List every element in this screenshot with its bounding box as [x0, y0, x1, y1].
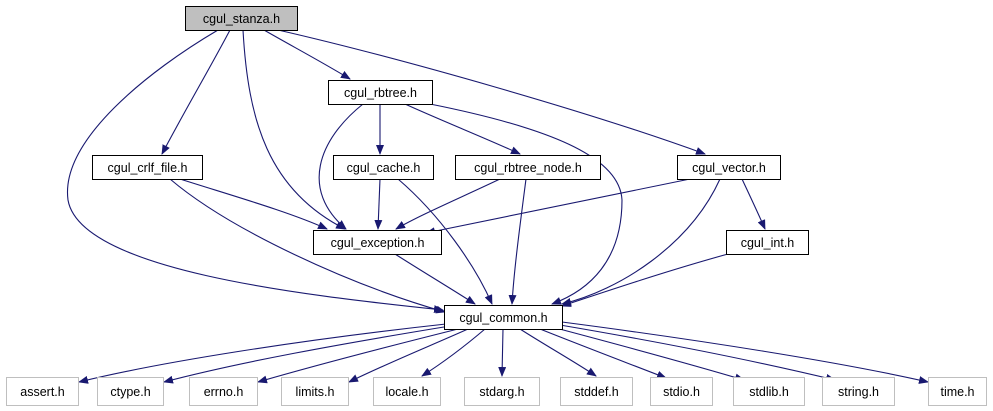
edge-cgul-common-to-limits	[348, 328, 469, 383]
node-box	[464, 377, 540, 406]
node-label: cgul_vector.h	[692, 161, 766, 175]
edge-cgul-rbtree-to-cgul-exception	[318, 103, 364, 230]
node-box	[313, 230, 442, 255]
edge-cgul-exception-to-cgul-common	[394, 253, 476, 305]
edges-layer	[67, 29, 929, 384]
node-box	[92, 155, 203, 180]
node-ctype: ctype.h	[97, 377, 164, 406]
edge-cgul-common-to-stddef	[519, 328, 597, 377]
node-stddef: stddef.h	[560, 377, 633, 406]
edge-cgul-common-to-locale	[421, 328, 486, 377]
edge-cgul-rbtree-to-cgul-common	[429, 103, 623, 305]
edge-cgul-common-to-time	[561, 321, 929, 384]
node-label: assert.h	[20, 385, 65, 399]
edge-cgul-cache-to-cgul-exception	[374, 178, 383, 230]
edge-cgul-stanza-to-cgul-common	[67, 29, 444, 314]
node-cgul-rbtree[interactable]: cgul_rbtree.h	[328, 80, 433, 105]
node-label: ctype.h	[110, 385, 150, 399]
node-label: cgul_common.h	[459, 311, 547, 325]
node-label: locale.h	[385, 385, 428, 399]
node-cgul-int[interactable]: cgul_int.h	[726, 230, 809, 255]
node-label: stddef.h	[574, 385, 619, 399]
node-box	[97, 377, 164, 406]
node-label: string.h	[838, 385, 879, 399]
node-cgul-vector[interactable]: cgul_vector.h	[677, 155, 781, 180]
node-cgul-exception[interactable]: cgul_exception.h	[313, 230, 442, 255]
edge-cgul-crlf-file-to-cgul-common	[169, 178, 446, 314]
node-label: cgul_cache.h	[347, 161, 421, 175]
node-assert: assert.h	[6, 377, 79, 406]
nodes-layer: cgul_stanza.h cgul_rbtree.h cgul_crlf_file…	[6, 6, 987, 406]
node-label: time.h	[940, 385, 974, 399]
node-box	[455, 155, 601, 180]
node-box	[281, 377, 349, 406]
edge-cgul-common-to-errno	[257, 328, 459, 384]
node-label: stdlib.h	[749, 385, 789, 399]
node-box	[733, 377, 805, 406]
node-box	[328, 80, 433, 105]
node-label: limits.h	[296, 385, 335, 399]
edge-cgul-stanza-to-cgul-vector	[277, 29, 706, 155]
node-label: cgul_int.h	[741, 236, 795, 250]
node-box	[189, 377, 258, 406]
node-box	[928, 377, 987, 406]
node-box	[444, 305, 563, 330]
node-box	[677, 155, 781, 180]
node-label: errno.h	[204, 385, 244, 399]
edge-cgul-cache-to-cgul-common	[397, 178, 493, 305]
edge-cgul-vector-to-cgul-common	[561, 178, 721, 306]
node-stdarg: stdarg.h	[464, 377, 540, 406]
node-locale: locale.h	[373, 377, 441, 406]
node-cgul-stanza[interactable]: cgul_stanza.h	[185, 6, 298, 31]
node-limits: limits.h	[281, 377, 349, 406]
node-label: cgul_stanza.h	[203, 12, 280, 26]
node-label: cgul_rbtree_node.h	[474, 161, 582, 175]
edge-cgul-common-to-stdio	[539, 328, 667, 379]
node-label: cgul_exception.h	[331, 236, 425, 250]
node-cgul-cache[interactable]: cgul_cache.h	[333, 155, 434, 180]
node-stdlib: stdlib.h	[733, 377, 805, 406]
node-box	[822, 377, 895, 406]
node-box	[333, 155, 434, 180]
node-cgul-common[interactable]: cgul_common.h	[444, 305, 563, 330]
node-errno: errno.h	[189, 377, 258, 406]
node-box	[185, 6, 298, 31]
edge-cgul-crlf-file-to-cgul-exception	[179, 178, 328, 230]
node-cgul-crlf-file[interactable]: cgul_crlf_file.h	[92, 155, 203, 180]
node-box	[560, 377, 633, 406]
edge-cgul-common-to-string	[559, 324, 836, 382]
node-box	[726, 230, 809, 255]
node-box	[650, 377, 713, 406]
edge-cgul-common-to-stdarg	[498, 328, 507, 377]
node-time: time.h	[928, 377, 987, 406]
edge-cgul-vector-to-cgul-exception	[425, 178, 691, 236]
node-label: stdarg.h	[479, 385, 524, 399]
node-label: cgul_rbtree.h	[344, 86, 417, 100]
edge-cgul-rbtree-node-to-cgul-common	[508, 178, 527, 305]
edge-cgul-stanza-to-cgul-crlf-file	[161, 29, 231, 155]
edge-cgul-common-to-assert	[78, 323, 447, 384]
node-stdio: stdio.h	[650, 377, 713, 406]
node-label: cgul_crlf_file.h	[108, 161, 188, 175]
node-label: stdio.h	[663, 385, 700, 399]
edge-cgul-common-to-stdlib	[551, 326, 745, 382]
node-string: string.h	[822, 377, 895, 406]
edge-cgul-stanza-to-cgul-rbtree	[263, 29, 351, 80]
node-box	[373, 377, 441, 406]
edge-cgul-vector-to-cgul-int	[741, 178, 766, 230]
edge-cgul-rbtree-to-cgul-rbtree-node	[404, 103, 521, 155]
edge-cgul-stanza-to-cgul-exception	[242, 29, 346, 230]
node-box	[6, 377, 79, 406]
node-cgul-rbtree-node[interactable]: cgul_rbtree_node.h	[455, 155, 601, 180]
edge-cgul-rbtree-node-to-cgul-exception	[395, 178, 501, 230]
edge-cgul-common-to-ctype	[163, 325, 451, 384]
edge-cgul-int-to-cgul-common	[561, 253, 729, 307]
